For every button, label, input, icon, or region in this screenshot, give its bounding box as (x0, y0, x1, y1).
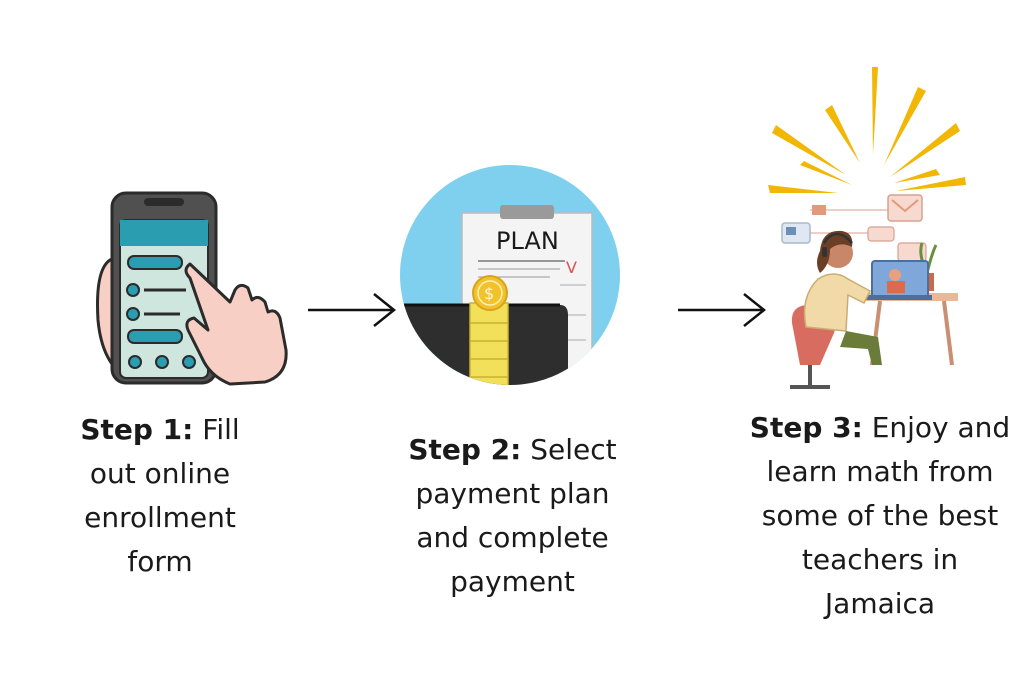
online-learning-icon (760, 65, 980, 395)
step-label: Step 1: (80, 413, 194, 446)
step-text-line: Fill (202, 413, 240, 446)
step-text-line: learn math from (766, 455, 994, 488)
step-text-line: payment plan (415, 477, 610, 510)
payment-plan-icon: PLAN V $ (400, 165, 620, 390)
step-text-line: some of the best (761, 499, 999, 532)
step-label: Step 3: (749, 411, 863, 444)
step-text-line: enrollment (84, 501, 236, 534)
step-text-line: teachers in (801, 543, 959, 576)
step-text-line: payment (450, 565, 575, 598)
step-text-line: and complete (416, 521, 609, 554)
step-text-line: Select (530, 433, 617, 466)
check-mark: V (566, 258, 577, 277)
step-text-line: out online (89, 457, 231, 490)
arrow-right-icon (670, 290, 770, 330)
arrow-right-icon (300, 290, 400, 330)
step-text-line: Jamaica (824, 587, 936, 620)
step-1-caption: Step 1: Fill out online enrollment form (55, 408, 265, 584)
step-label: Step 2: (408, 433, 522, 466)
step-2-caption: Step 2: Select payment plan and complete… (395, 428, 630, 604)
plan-title: PLAN (496, 227, 559, 255)
step-3-caption: Step 3: Enjoy and learn math from some o… (740, 406, 1020, 626)
coin-symbol: $ (484, 284, 494, 303)
phone-form-icon (90, 190, 300, 390)
step-text-line: form (127, 545, 193, 578)
step-text-line: Enjoy and (871, 411, 1011, 444)
